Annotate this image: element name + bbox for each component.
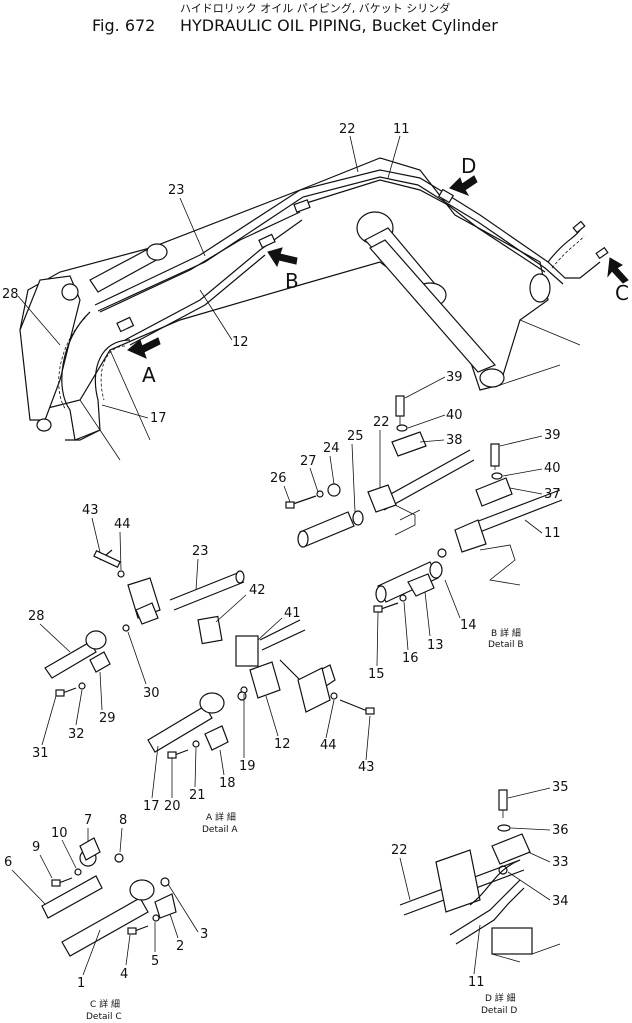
part-label-19: 19 (239, 759, 256, 774)
part-label-43b: 43 (358, 760, 375, 775)
part-label-32: 32 (68, 727, 85, 742)
part-label-26: 26 (270, 471, 287, 486)
part-label-35: 35 (552, 780, 569, 795)
part-label-30: 30 (143, 686, 160, 701)
arrow-d-icon (449, 175, 478, 196)
part-label-40b: 40 (544, 461, 561, 476)
part-label-6: 6 (4, 855, 12, 870)
part-label-41: 41 (284, 606, 301, 621)
detail-b-caption-jp: B 詳 細 (491, 627, 521, 639)
title-english: HYDRAULIC OIL PIPING, Bucket Cylinder (180, 16, 498, 35)
part-label-11b: 11 (544, 526, 561, 541)
detail-d-drawing (399, 789, 561, 963)
detail-a-drawing (44, 549, 375, 759)
detail-c-drawing (41, 837, 177, 957)
detail-c-caption-jp: C 詳 細 (90, 998, 120, 1010)
part-label-23b: 23 (192, 544, 209, 559)
part-label-42: 42 (249, 583, 266, 598)
part-label-9: 9 (32, 840, 40, 855)
part-label-2: 2 (176, 939, 184, 954)
part-label-4: 4 (120, 967, 128, 982)
part-label-1: 1 (77, 976, 85, 991)
part-label-39b: 39 (544, 428, 561, 443)
callout-b: B (285, 269, 299, 293)
part-label-20: 20 (164, 799, 181, 814)
part-label-15: 15 (368, 667, 385, 682)
part-label-5: 5 (151, 954, 159, 969)
arrow-c-icon (607, 257, 629, 284)
detail-d-caption-jp: D 詳 細 (485, 992, 516, 1004)
detail-c-caption: Detail C (86, 1012, 122, 1022)
part-label-22: 22 (339, 122, 356, 137)
detail-b-caption: Detail B (488, 640, 524, 650)
part-label-27: 27 (300, 454, 317, 469)
part-label-10: 10 (51, 826, 68, 841)
detail-d-caption: Detail D (481, 1006, 517, 1016)
part-label-12: 12 (232, 335, 249, 350)
part-label-44b: 44 (320, 738, 337, 753)
callout-d: D (461, 154, 476, 178)
part-label-17: 17 (150, 411, 167, 426)
arrow-b-icon (267, 247, 298, 268)
part-label-29: 29 (99, 711, 116, 726)
part-label-31: 31 (32, 746, 49, 761)
part-label-23: 23 (168, 183, 185, 198)
part-label-7: 7 (84, 813, 92, 828)
part-label-21: 21 (189, 788, 206, 803)
part-label-18: 18 (219, 776, 236, 791)
part-label-8: 8 (119, 813, 127, 828)
part-label-44a: 44 (114, 517, 131, 532)
part-label-39a: 39 (446, 370, 463, 385)
part-label-11: 11 (393, 122, 410, 137)
detail-b-drawing (285, 395, 563, 613)
part-label-36: 36 (552, 823, 569, 838)
part-label-13: 13 (427, 638, 444, 653)
part-label-14: 14 (460, 618, 477, 633)
part-label-22d: 22 (391, 843, 408, 858)
arm-assembly-drawing (19, 157, 609, 461)
part-label-34: 34 (552, 894, 569, 909)
part-label-3: 3 (200, 927, 208, 942)
part-label-25: 25 (347, 429, 364, 444)
part-label-28: 28 (2, 287, 19, 302)
part-label-43a: 43 (82, 503, 99, 518)
detail-a-caption-jp: A 詳 細 (206, 811, 236, 823)
diagram-title: ハイドロリック オイル パイピング, バケット シリンダ Fig. 672 HY… (92, 1, 498, 35)
part-label-28b: 28 (28, 609, 45, 624)
detail-a-caption: Detail A (202, 825, 238, 835)
callout-a: A (142, 363, 156, 387)
part-label-40a: 40 (446, 408, 463, 423)
part-label-17b: 17 (143, 799, 160, 814)
arrow-a-icon (127, 337, 161, 359)
part-label-12b: 12 (274, 737, 291, 752)
part-label-38: 38 (446, 433, 463, 448)
callout-arrows (127, 175, 629, 359)
figure-number: Fig. 672 (92, 16, 155, 35)
part-label-11d: 11 (468, 975, 485, 990)
part-label-16: 16 (402, 651, 419, 666)
title-japanese: ハイドロリック オイル パイピング, バケット シリンダ (180, 1, 450, 15)
part-label-37: 37 (544, 487, 561, 502)
part-label-33: 33 (552, 855, 569, 870)
part-label-22b: 22 (373, 415, 390, 430)
callout-c: C (615, 281, 629, 305)
part-label-24: 24 (323, 441, 340, 456)
